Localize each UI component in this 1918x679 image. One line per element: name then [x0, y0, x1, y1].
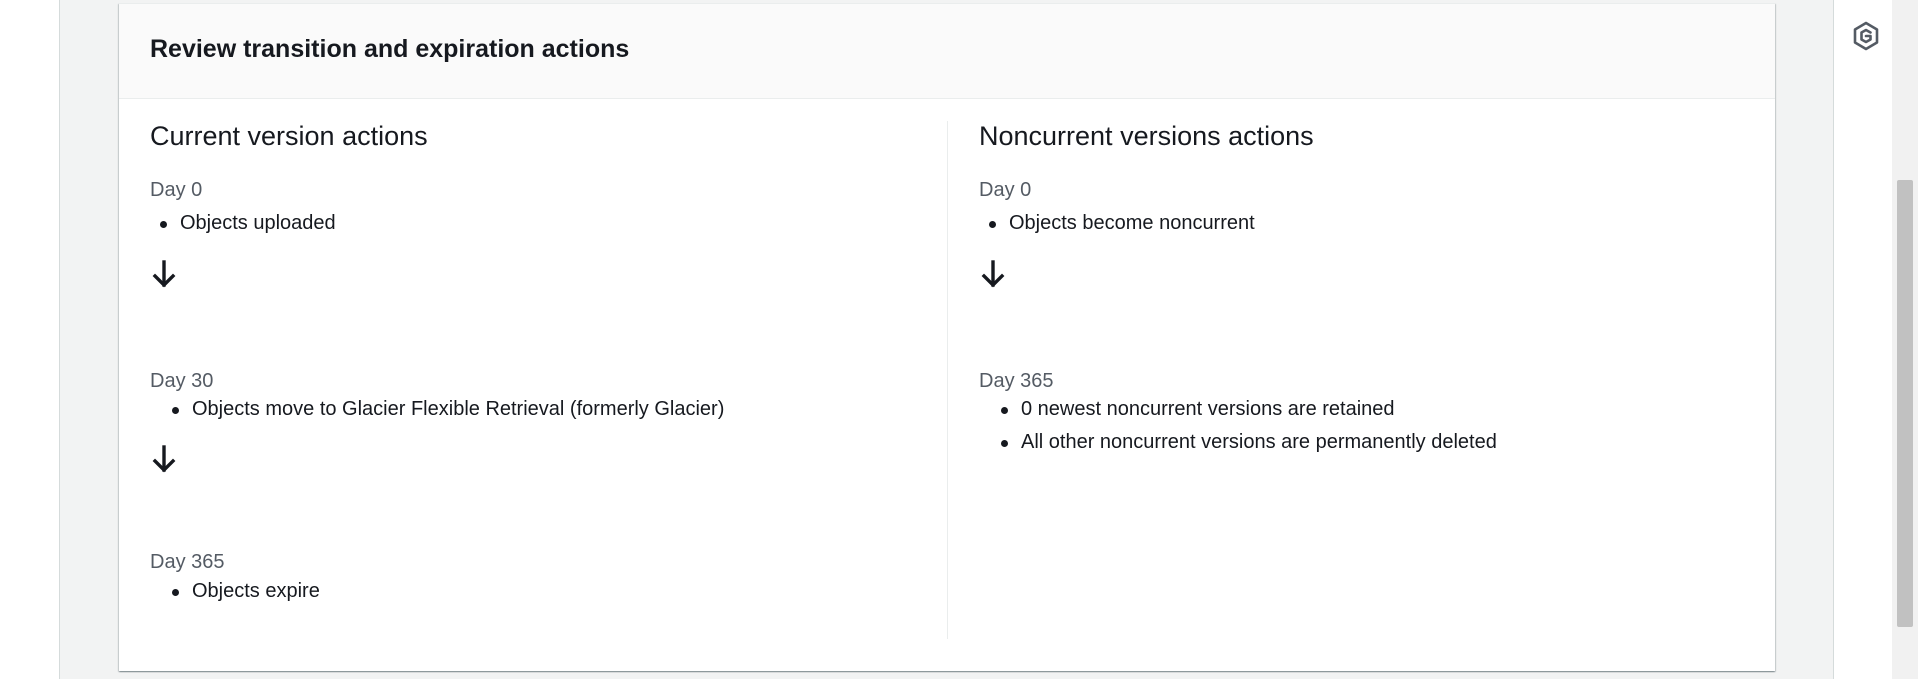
current-version-title: Current version actions [150, 121, 428, 151]
list-item: Objects uploaded [160, 207, 336, 240]
card-body: Current version actions Day 0 Objects up… [119, 99, 1775, 671]
hexagon-logo-icon[interactable] [1853, 21, 1879, 51]
card-header: Review transition and expiration actions [119, 4, 1775, 99]
current-day-label: Day 365 [150, 551, 225, 573]
list-item: Objects become noncurrent [989, 207, 1255, 240]
current-day-label: Day 0 [150, 179, 203, 201]
arrow-down-icon [152, 444, 176, 474]
scrollbar-thumb[interactable] [1897, 180, 1913, 627]
arrow-down-icon [152, 259, 176, 289]
noncurrent-versions-title: Noncurrent versions actions [979, 121, 1314, 151]
noncurrent-day-label: Day 0 [979, 179, 1032, 201]
current-day-365-action-list: Objects expire [150, 575, 320, 608]
current-day-30-action-list: Objects move to Glacier Flexible Retriev… [150, 393, 724, 426]
arrow-down-icon [981, 259, 1005, 289]
review-actions-card: Review transition and expiration actions… [119, 3, 1775, 671]
noncurrent-day-0-action-list: Objects become noncurrent [979, 207, 1255, 240]
noncurrent-day-365-action-list: 0 newest noncurrent versions are retaine… [979, 393, 1497, 459]
left-gutter [0, 0, 60, 679]
list-item: 0 newest noncurrent versions are retaine… [1001, 393, 1497, 426]
column-divider [947, 121, 948, 639]
list-item: All other noncurrent versions are perman… [1001, 426, 1497, 459]
list-item: Objects move to Glacier Flexible Retriev… [171, 393, 724, 426]
noncurrent-day-label: Day 365 [979, 370, 1054, 392]
current-day-0-action-list: Objects uploaded [150, 207, 336, 240]
current-day-label: Day 30 [150, 370, 214, 392]
card-title: Review transition and expiration actions [150, 34, 630, 63]
list-item: Objects expire [172, 575, 320, 608]
vertical-scrollbar[interactable] [1892, 0, 1918, 679]
